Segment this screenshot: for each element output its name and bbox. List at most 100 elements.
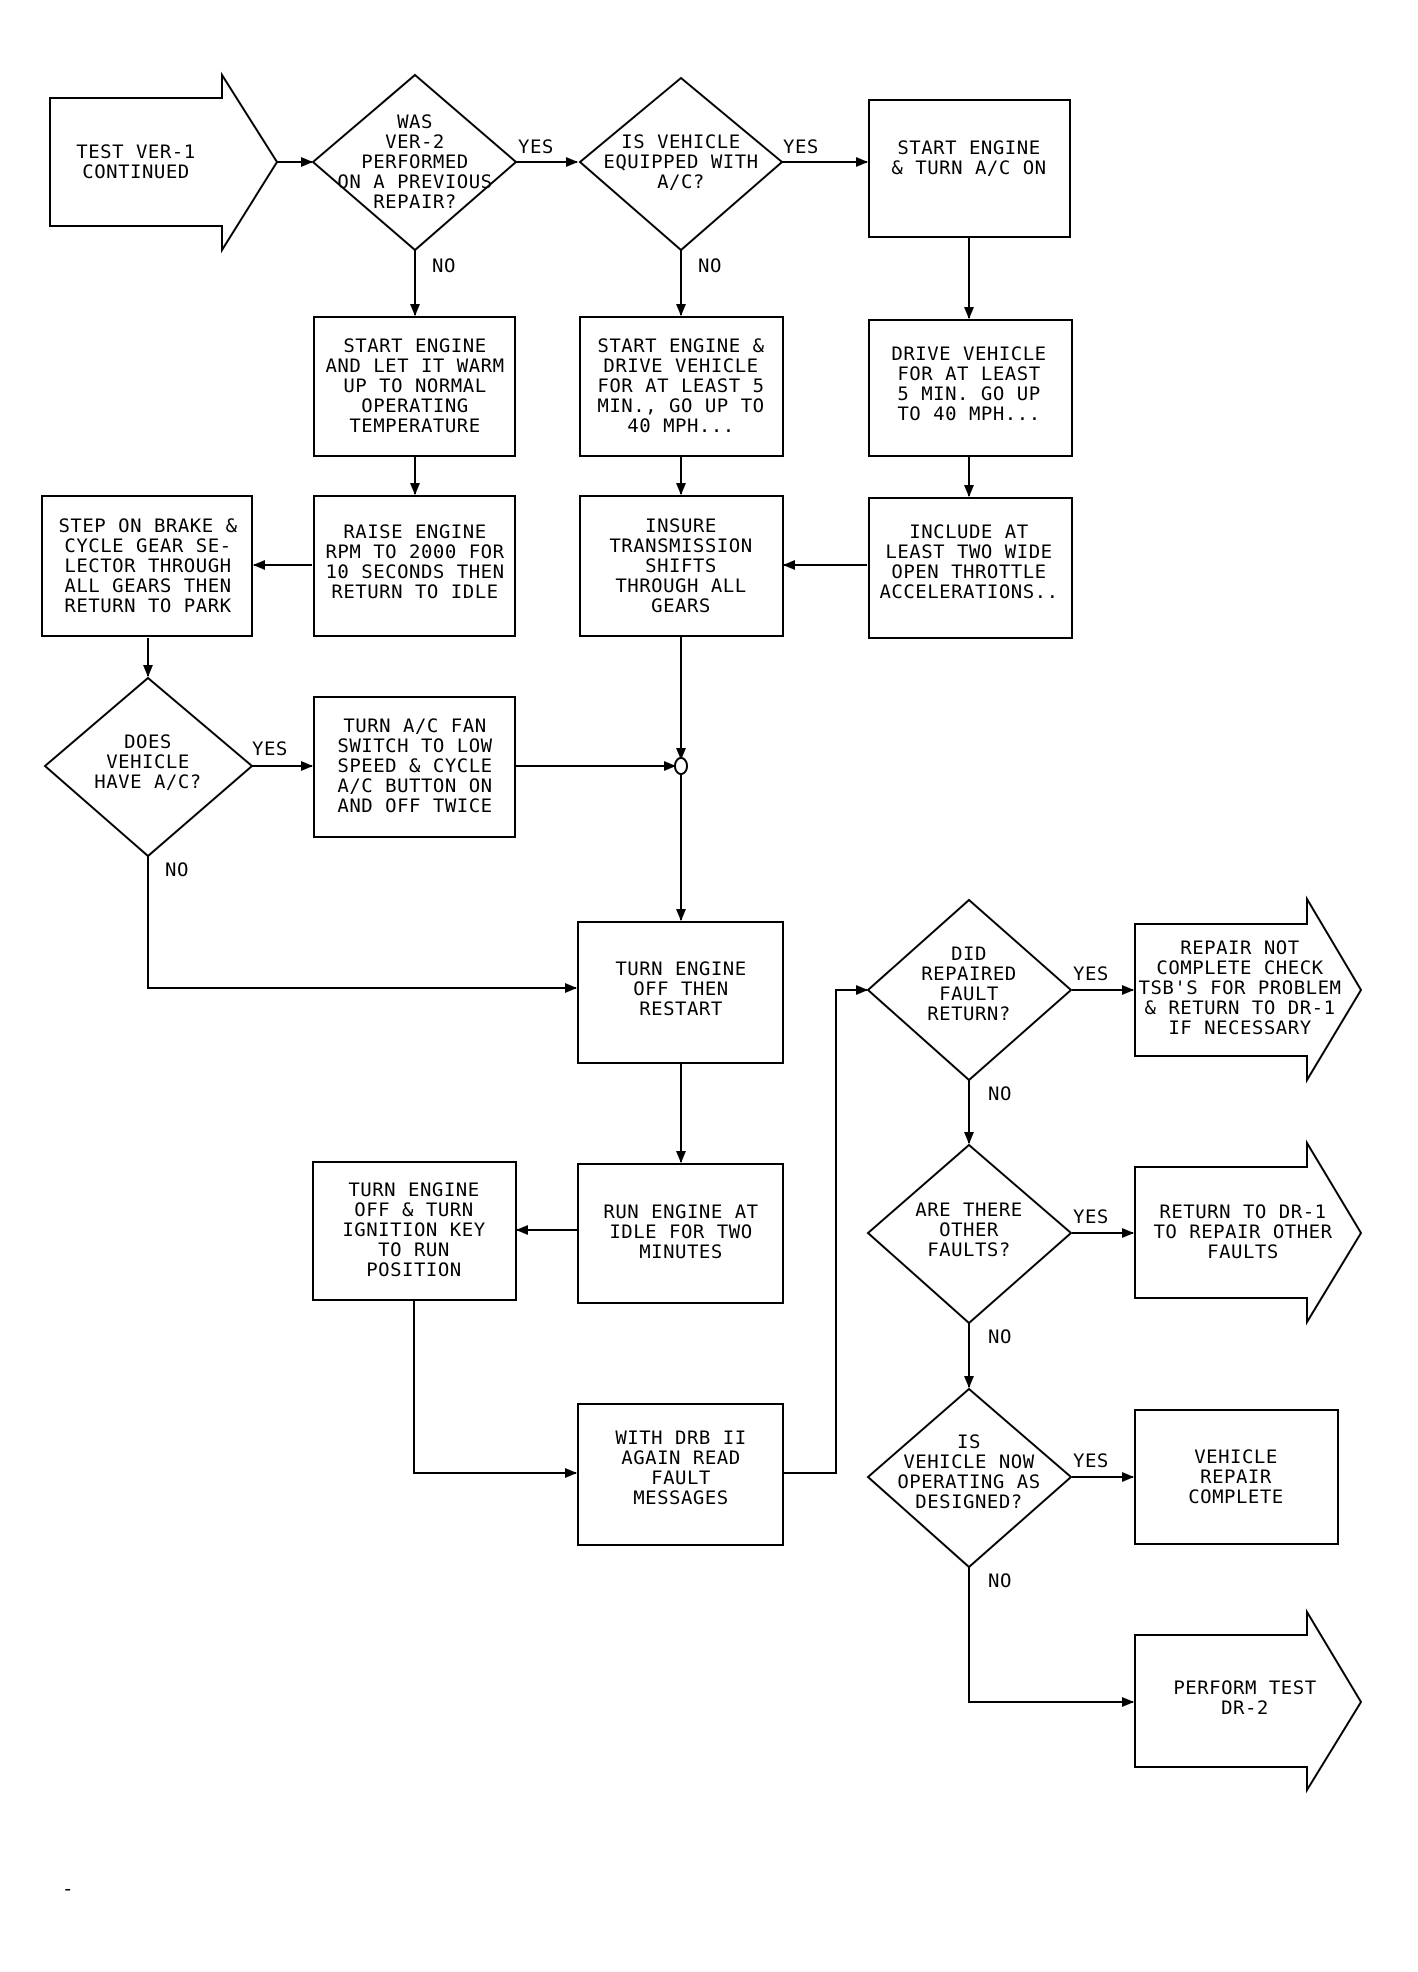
shifts-line: SHIFTS [645, 555, 717, 577]
process-cycle-gear-selector-text: STEP ON BRAKE &CYCLE GEAR SE-LECTOR THRO… [58, 515, 237, 617]
junction-node [674, 757, 688, 775]
drb-line: AGAIN READ [621, 1447, 740, 1469]
shifts-line: INSURE [645, 515, 717, 537]
fan-line: SPEED & CYCLE [337, 755, 492, 777]
not-complete-line: & RETURN TO DR-1 [1144, 997, 1335, 1019]
complete-line: COMPLETE [1188, 1486, 1284, 1508]
warm-line: OPERATING [361, 395, 468, 417]
rpm-line: 10 SECONDS THEN [325, 561, 504, 583]
idle-line: RUN ENGINE AT [603, 1201, 758, 1223]
dr2-line: PERFORM TEST [1173, 1677, 1316, 1699]
fan-line: TURN A/C FAN [343, 715, 486, 737]
complete-line: VEHICLE [1194, 1446, 1278, 1468]
d-return-line: REPAIRED [921, 963, 1017, 985]
process-cycle-gear-selector: STEP ON BRAKE &CYCLE GEAR SE-LECTOR THRO… [41, 495, 253, 637]
drive5-line: START ENGINE & [597, 335, 764, 357]
d-return-line: DID [951, 943, 987, 965]
connectors [143, 157, 1134, 1707]
wot-line: LEAST TWO WIDE [885, 541, 1052, 563]
brake-line: CYCLE GEAR SE- [64, 535, 231, 557]
brake-line: ALL GEARS THEN [64, 575, 231, 597]
drive5-line: FOR AT LEAST 5 [597, 375, 764, 397]
d-other-line: ARE THERE [915, 1199, 1022, 1221]
label-yes-ver2: YES [518, 136, 554, 158]
label-no-design: NO [988, 1570, 1012, 1592]
d-ac2-line: HAVE A/C? [94, 771, 201, 793]
complete-line: REPAIR [1200, 1466, 1272, 1488]
d-design-line: DESIGNED? [915, 1491, 1022, 1513]
drive5b-line: 5 MIN. GO UP [897, 383, 1040, 405]
key-line: IGNITION KEY [342, 1219, 485, 1241]
start-line: TEST VER-1 [76, 141, 195, 163]
fan-line: A/C BUTTON ON [337, 775, 492, 797]
brake-line: RETURN TO PARK [64, 595, 231, 617]
warm-line: START ENGINE [343, 335, 486, 357]
dr2-line: DR-2 [1221, 1697, 1269, 1719]
not-complete-line: TSB'S FOR PROBLEM [1139, 977, 1342, 999]
label-no-ac1: NO [698, 255, 722, 277]
not-complete-line: REPAIR NOT [1180, 937, 1299, 959]
start-line: CONTINUED [82, 161, 189, 183]
shifts-line: TRANSMISSION [609, 535, 752, 557]
fan-line: SWITCH TO LOW [337, 735, 492, 757]
start-ac-line: & TURN A/C ON [891, 157, 1046, 179]
d-other-line: OTHER [939, 1219, 999, 1241]
footer-mark: - [62, 1878, 74, 1900]
label-no-ac2: NO [165, 859, 189, 881]
process-start-engine-ac: START ENGINE& TURN A/C ON [868, 99, 1071, 238]
not-complete-line: IF NECESSARY [1168, 1017, 1311, 1039]
restart-line: RESTART [639, 998, 723, 1020]
idle-line: IDLE FOR TWO [609, 1221, 752, 1243]
d-return-line: RETURN? [927, 1003, 1011, 1025]
d-ac2-line: VEHICLE [106, 751, 190, 773]
d-ver2-line: WAS [397, 111, 433, 133]
wot-line: OPEN THROTTLE [891, 561, 1046, 583]
drive5-line: DRIVE VEHICLE [603, 355, 758, 377]
drive5b-line: TO 40 MPH... [897, 403, 1040, 425]
shifts-line: THROUGH ALL [615, 575, 746, 597]
wot-line: INCLUDE AT [909, 521, 1028, 543]
label-no-ver2: NO [432, 255, 456, 277]
process-start-engine-ac-text: START ENGINE& TURN A/C ON [891, 137, 1046, 179]
dr1-line: TO REPAIR OTHER [1153, 1221, 1332, 1243]
label-yes-other: YES [1073, 1206, 1109, 1228]
wot-line: ACCELERATIONS.. [879, 581, 1058, 603]
drive5-line: 40 MPH... [627, 415, 734, 437]
edge-labels: YES NO YES NO YES NO YES NO YES NO YES N… [165, 136, 1109, 1592]
d-ver2-line: VER-2 [385, 131, 445, 153]
rpm-line: RAISE ENGINE [343, 521, 486, 543]
warm-line: TEMPERATURE [349, 415, 480, 437]
d-ver2-line: PERFORMED [361, 151, 468, 173]
drb-line: MESSAGES [633, 1487, 729, 1509]
label-yes-return: YES [1073, 963, 1109, 985]
